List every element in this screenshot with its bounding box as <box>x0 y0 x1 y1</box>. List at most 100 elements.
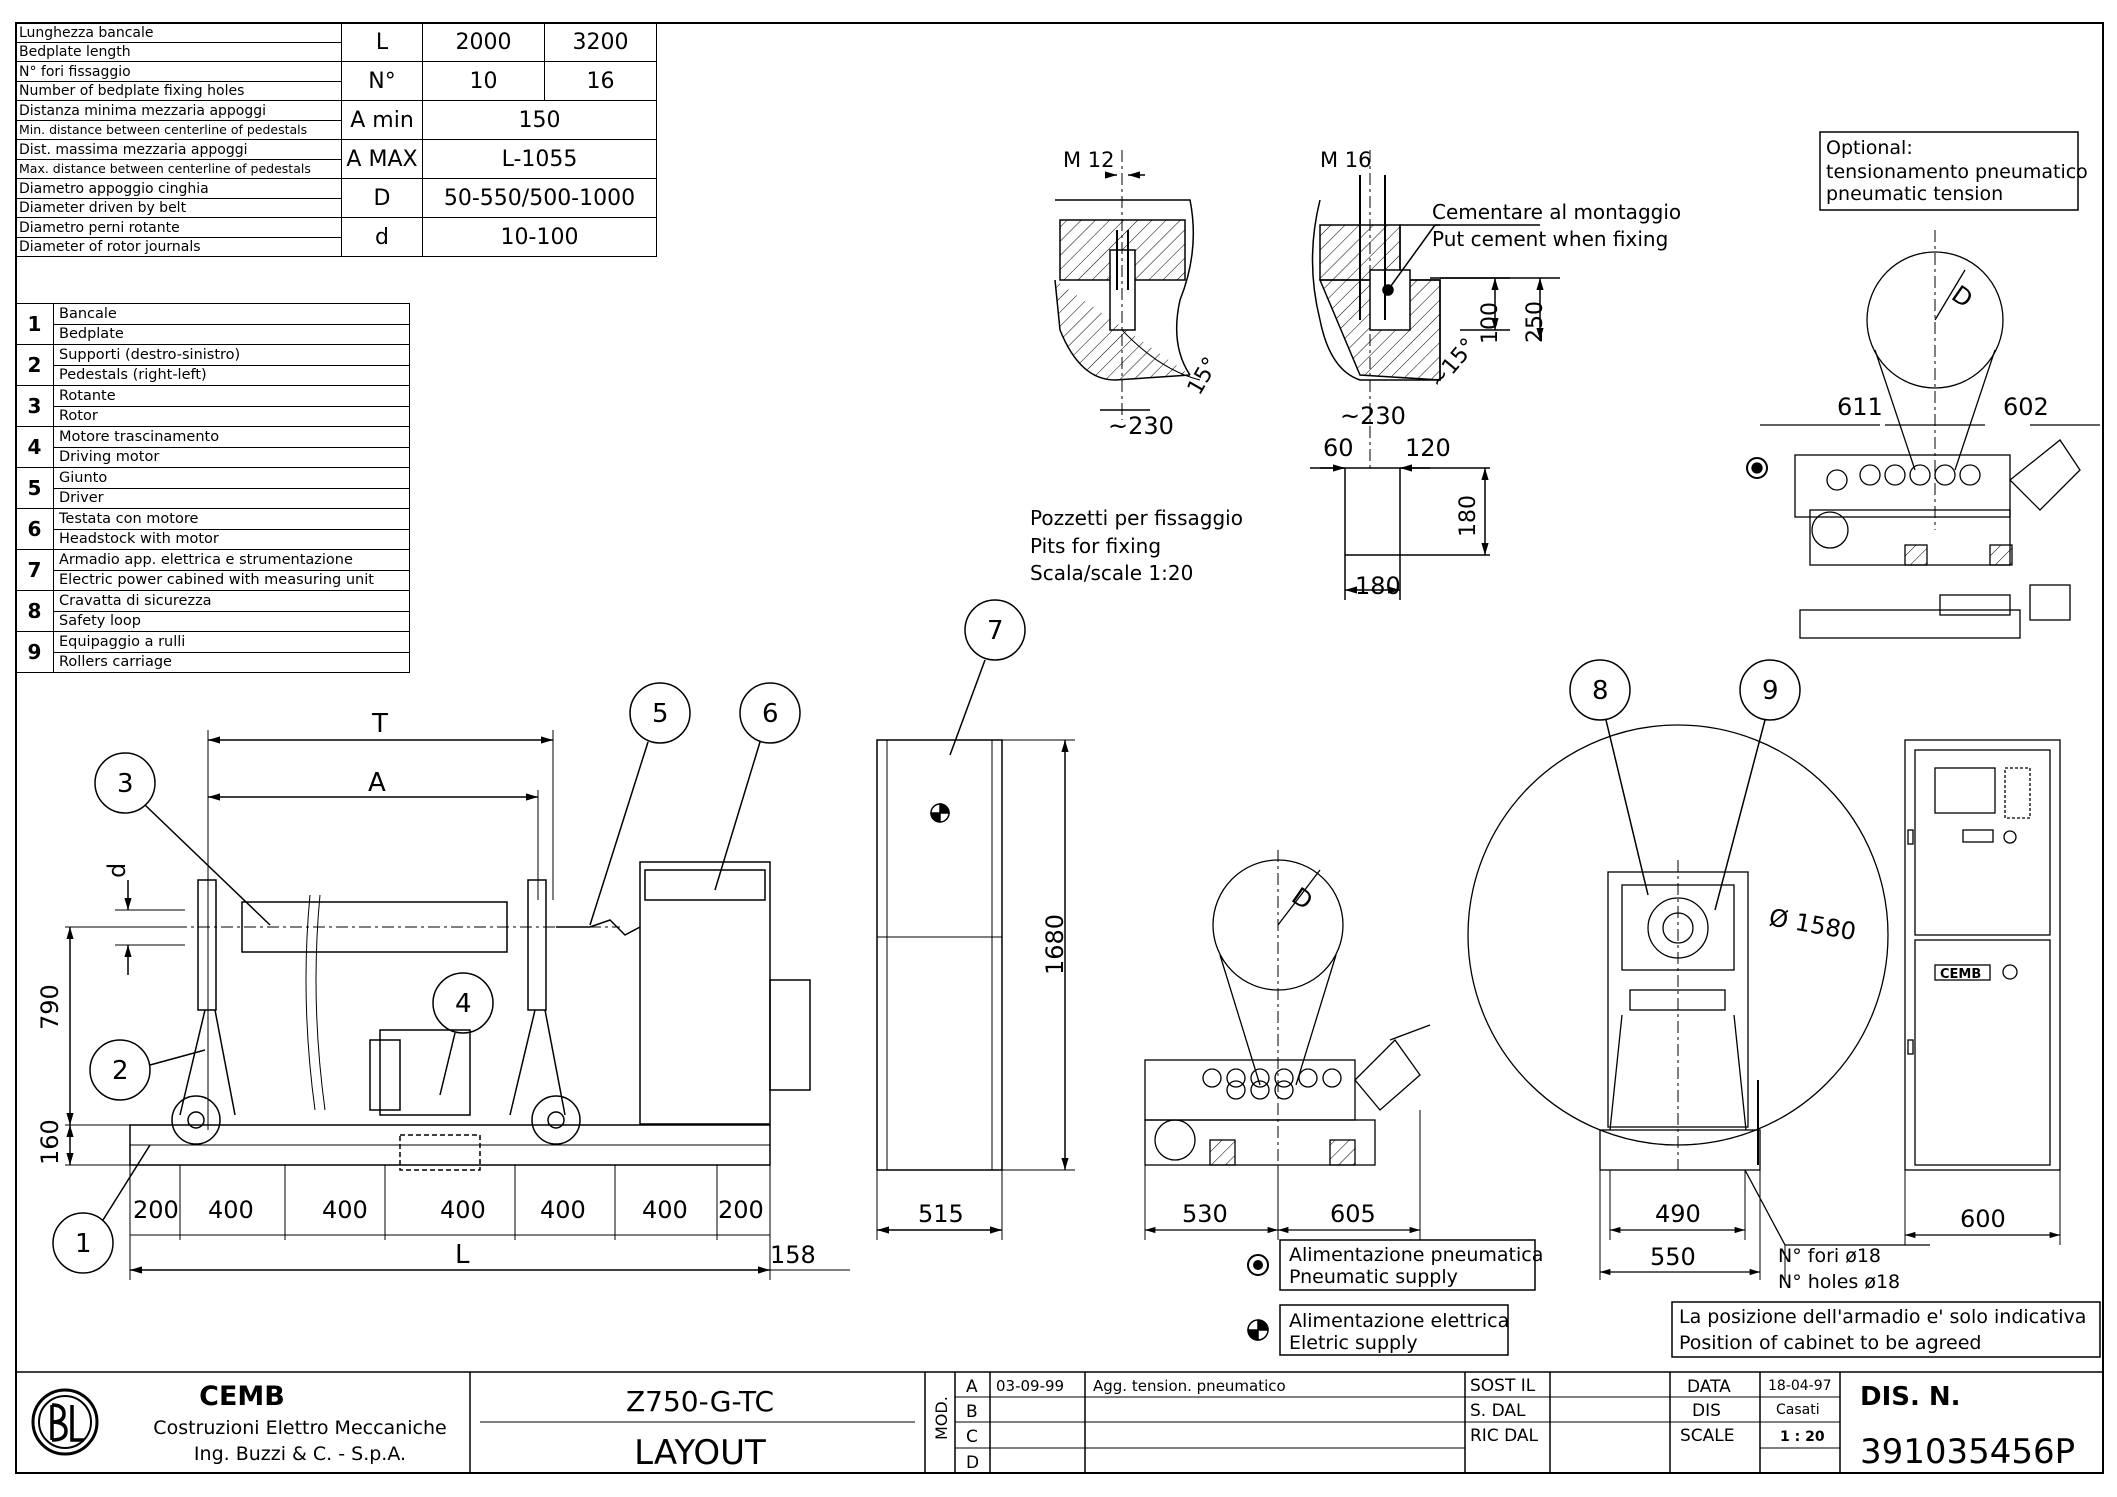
pit-m12-label: M 12 <box>1063 148 1115 172</box>
spec-sym: D <box>341 178 423 218</box>
balloon-5-label: 5 <box>652 699 669 729</box>
cabinet-note-it: La posizione dell'armadio e' solo indica… <box>1679 1306 2086 1328</box>
balloon-8-label: 8 <box>1592 676 1609 706</box>
dim-100: 100 <box>1478 302 1503 344</box>
part-number: 6 <box>15 508 54 550</box>
balloon-4 <box>432 972 494 1034</box>
part-name-en: Rollers carriage <box>59 653 172 670</box>
part-name-it: Bancale <box>54 305 409 325</box>
sost-label: SOST IL <box>1470 1376 1536 1396</box>
pits-caption-scale: Scala/scale 1:20 <box>1030 561 1193 585</box>
scale-value: 1 : 20 <box>1780 1429 1825 1445</box>
ric-dal-label: RIC DAL <box>1470 1426 1539 1446</box>
legend-pneu-it: Alimentazione pneumatica <box>1289 1244 1543 1266</box>
cabinet-cemb-logo: CEMB <box>1940 967 1981 982</box>
spec-val: 10 <box>422 61 545 101</box>
dim-spacing-2: 400 <box>322 1196 368 1224</box>
balloon-5 <box>629 682 691 744</box>
spec-row-it: Distanza minima mezzaria appoggi <box>16 102 341 121</box>
rollers-dim-605: 605 <box>1330 1200 1376 1228</box>
part-name-en: Rotor <box>59 407 98 424</box>
dim-790: 790 <box>36 984 64 1030</box>
spec-row-en: Diameter driven by belt <box>19 199 187 216</box>
front-dim-490: 490 <box>1655 1200 1701 1228</box>
front-view-safety-loop <box>1467 724 1930 1280</box>
rev-B: B <box>966 1402 978 1422</box>
drawing-code: Z750-G-TC <box>626 1385 774 1418</box>
dim-180-v: 180 <box>1456 495 1481 537</box>
optional-dim-611: 611 <box>1837 393 1883 421</box>
balloon-3 <box>94 752 156 814</box>
dis-value: Casati <box>1776 1402 1820 1418</box>
dis-n-value: 391035456P <box>1860 1432 2075 1472</box>
legend <box>1247 1239 2101 1358</box>
part-name-en: Headstock with motor <box>59 530 219 547</box>
dim-60: 60 <box>1323 434 1354 462</box>
part-name-it: Testata con motore <box>54 510 409 530</box>
spec-val: 50-550/500-1000 <box>422 178 657 218</box>
part-name-en: Driving motor <box>59 448 160 465</box>
balloon-7-label: 7 <box>987 616 1004 646</box>
balloon-3-label: 3 <box>117 769 134 799</box>
dim-230-a: ~230 <box>1108 412 1174 440</box>
spec-val: L-1055 <box>422 139 657 179</box>
cabinet-front-view <box>1904 739 2061 1245</box>
dis-label: DIS <box>1692 1401 1721 1421</box>
pit-m16-label: M 16 <box>1320 148 1372 172</box>
dim-15-a: 15° <box>1183 353 1224 399</box>
spec-row-it: Dist. massima mezzaria appoggi <box>16 141 341 160</box>
pit-detail-m12 <box>1054 150 1201 420</box>
holes-en: N° holes ø18 <box>1778 1271 1900 1293</box>
dis-n-label: DIS. N. <box>1860 1382 1961 1412</box>
part-name-it: Motore trascinamento <box>54 428 409 448</box>
balloon-2-label: 2 <box>112 1056 129 1086</box>
data-value: 18-04-97 <box>1768 1378 1832 1394</box>
balloon-9 <box>1739 659 1801 721</box>
dim-spacing-1: 400 <box>208 1196 254 1224</box>
spec-sym: d <box>341 217 423 257</box>
dim-160: 160 <box>36 1119 64 1165</box>
spec-row-en: Bedplate length <box>19 43 131 60</box>
cement-it: Cementare al montaggio <box>1432 200 1681 224</box>
title-block <box>15 1371 2104 1474</box>
spec-row-en: Min. distance between centerline of pede… <box>19 121 308 137</box>
legend-elec-it: Alimentazione elettrica <box>1289 1310 1509 1332</box>
part-name-it: Rotante <box>54 387 409 407</box>
pits-caption-en: Pits for fixing <box>1030 534 1161 558</box>
cabinet-note-en: Position of cabinet to be agreed <box>1679 1332 1981 1354</box>
drawing-title: LAYOUT <box>634 1433 766 1473</box>
rollers-carriage-view <box>1144 850 1431 1240</box>
spec-val: 150 <box>422 100 657 140</box>
cement-en: Put cement when fixing <box>1432 227 1668 251</box>
spec-sym: A min <box>341 100 423 140</box>
part-name-it: Armadio app. elettrica e strumentazione <box>54 551 409 571</box>
spec-row-en: Max. distance between centerline of pede… <box>19 160 311 176</box>
pit-detail-m16 <box>1310 150 1560 600</box>
dim-spacing-3: 400 <box>440 1196 486 1224</box>
dim-A: A <box>368 768 386 798</box>
optional-line1: Optional: <box>1826 137 1913 159</box>
optional-dim-D: D <box>1947 280 1978 314</box>
mod-label: MOD. <box>932 1396 951 1440</box>
rollers-dim-D: D <box>1287 882 1318 916</box>
part-name-en: Electric power cabined with measuring un… <box>59 571 374 588</box>
main-machine-side-view <box>65 730 850 1280</box>
front-dim-550: 550 <box>1650 1243 1696 1271</box>
company-line2: Costruzioni Elettro Meccaniche <box>153 1417 446 1439</box>
dim-L: L <box>455 1240 470 1270</box>
rev-D: D <box>966 1453 979 1473</box>
dim-spacing-0: 200 <box>133 1196 179 1224</box>
optional-line3: pneumatic tension <box>1826 183 2003 205</box>
part-name-en: Bedplate <box>59 325 124 342</box>
spec-row-it: Lunghezza bancale <box>16 24 341 43</box>
spec-val: 3200 <box>544 22 657 62</box>
balloon-1 <box>52 1212 114 1274</box>
dim-180-h: 180 <box>1355 572 1401 600</box>
spec-row-it: N° fori fissaggio <box>16 63 341 82</box>
part-number: 3 <box>15 385 54 427</box>
balloon-9-label: 9 <box>1762 676 1779 706</box>
holes-it: N° fori ø18 <box>1778 1245 1881 1267</box>
